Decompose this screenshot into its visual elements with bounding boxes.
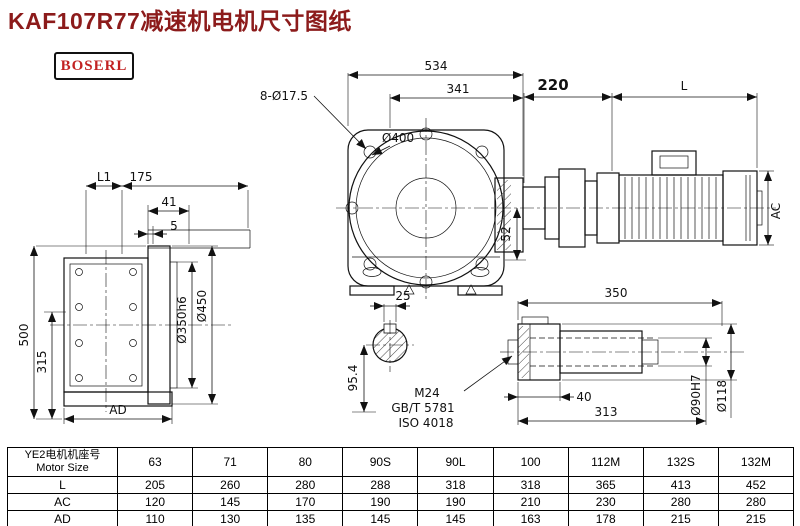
table-cell: 120 — [116, 493, 194, 511]
dim-95-4: 95.4 — [346, 365, 360, 392]
row-label: AD — [7, 510, 118, 526]
table-cell: 288 — [342, 476, 419, 494]
dim-313: 313 — [595, 405, 618, 419]
table-cell: 90S — [342, 447, 419, 477]
motor-size-label-en: Motor Size — [36, 462, 89, 474]
table-row: AC 120 145 170 190 190 210 230 280 280 — [7, 493, 795, 511]
table-cell: 280 — [267, 476, 344, 494]
dim-AD: AD — [109, 403, 126, 417]
label-gbt5781: GB/T 5781 — [391, 401, 454, 415]
table-cell: 365 — [567, 476, 644, 494]
dim-41: 41 — [161, 195, 176, 209]
label-M24: M24 — [414, 386, 440, 400]
table-cell: 280 — [717, 493, 795, 511]
boserl-logo: BOSERL — [54, 52, 134, 80]
table-cell: 90L — [417, 447, 494, 477]
table-cell: 80 — [267, 447, 344, 477]
table-cell: 215 — [717, 510, 795, 526]
table-cell: 413 — [642, 476, 719, 494]
dim-220: 220 — [537, 76, 568, 94]
gearbox-side-view: L1 175 41 5 500 315 Ø350h6 Ø450 AD — [17, 170, 251, 424]
dim-52: 52 — [499, 226, 513, 241]
table-cell: 280 — [642, 493, 719, 511]
dim-350h6: Ø350h6 — [175, 296, 189, 344]
motor-dimension-table: YE2电机机座号 Motor Size 63 71 80 90S 90L 100… — [7, 447, 795, 526]
table-cell: 145 — [342, 510, 419, 526]
table-cell: 112M — [567, 447, 644, 477]
table-cell: 318 — [492, 476, 569, 494]
row-label: L — [7, 476, 118, 494]
row-label: AC — [7, 493, 118, 511]
dim-350: 350 — [605, 286, 628, 300]
dim-500: 500 — [17, 324, 31, 347]
dim-315: 315 — [35, 351, 49, 374]
page-title: KAF107R77减速机电机尺寸图纸 — [8, 8, 352, 34]
table-row: AD 110 130 135 145 145 163 178 215 215 — [7, 510, 795, 526]
table-header-motor-size: YE2电机机座号 Motor Size — [7, 447, 118, 477]
table-cell: 210 — [492, 493, 569, 511]
table-row: L 205 260 280 288 318 318 365 413 452 — [7, 476, 795, 494]
dim-25: 25 — [395, 289, 410, 303]
dim-90H7: Ø90H7 — [689, 374, 703, 415]
dim-bolt-holes: 8-Ø17.5 — [260, 89, 308, 103]
table-cell: 145 — [417, 510, 494, 526]
motor-view: 220 L AC — [336, 76, 783, 248]
table-cell: 318 — [417, 476, 494, 494]
dim-341: 341 — [447, 82, 470, 96]
shaft-section-view: 25 95.4 M24 GB/T 5781 ISO 4018 — [346, 289, 513, 430]
gearbox-front-view: 534 341 8-Ø17.5 Ø400 52 — [260, 59, 526, 300]
table-cell: 215 — [642, 510, 719, 526]
table-cell: 178 — [567, 510, 644, 526]
table-cell: 63 — [116, 447, 194, 477]
dim-L: L — [681, 79, 688, 93]
dim-175: 175 — [130, 170, 153, 184]
dim-AC: AC — [769, 203, 783, 219]
table-cell: 190 — [417, 493, 494, 511]
table-cell: 260 — [192, 476, 269, 494]
table-cell: 452 — [717, 476, 795, 494]
table-cell: 145 — [192, 493, 269, 511]
dim-L1: L1 — [97, 170, 111, 184]
dim-450: Ø450 — [195, 290, 209, 322]
dim-5: 5 — [170, 219, 178, 233]
table-cell: 230 — [567, 493, 644, 511]
table-cell: 132M — [717, 447, 795, 477]
table-cell: 132S — [642, 447, 719, 477]
table-cell: 190 — [342, 493, 419, 511]
dim-534: 534 — [425, 59, 448, 73]
shaft-side-view: 350 40 313 Ø90H7 Ø118 — [500, 286, 744, 425]
dim-118: Ø118 — [715, 380, 729, 412]
table-header-row: YE2电机机座号 Motor Size 63 71 80 90S 90L 100… — [7, 447, 795, 477]
logo-text: BOSERL — [60, 57, 128, 74]
table-cell: 163 — [492, 510, 569, 526]
label-iso4018: ISO 4018 — [399, 416, 454, 430]
table-cell: 110 — [116, 510, 194, 526]
dim-40: 40 — [576, 390, 591, 404]
table-cell: 100 — [492, 447, 569, 477]
table-cell: 205 — [116, 476, 194, 494]
dim-400: Ø400 — [382, 131, 414, 145]
table-cell: 170 — [267, 493, 344, 511]
table-cell: 135 — [267, 510, 344, 526]
table-cell: 71 — [192, 447, 269, 477]
table-cell: 130 — [192, 510, 269, 526]
motor-size-label-cn: YE2电机机座号 — [24, 448, 101, 461]
